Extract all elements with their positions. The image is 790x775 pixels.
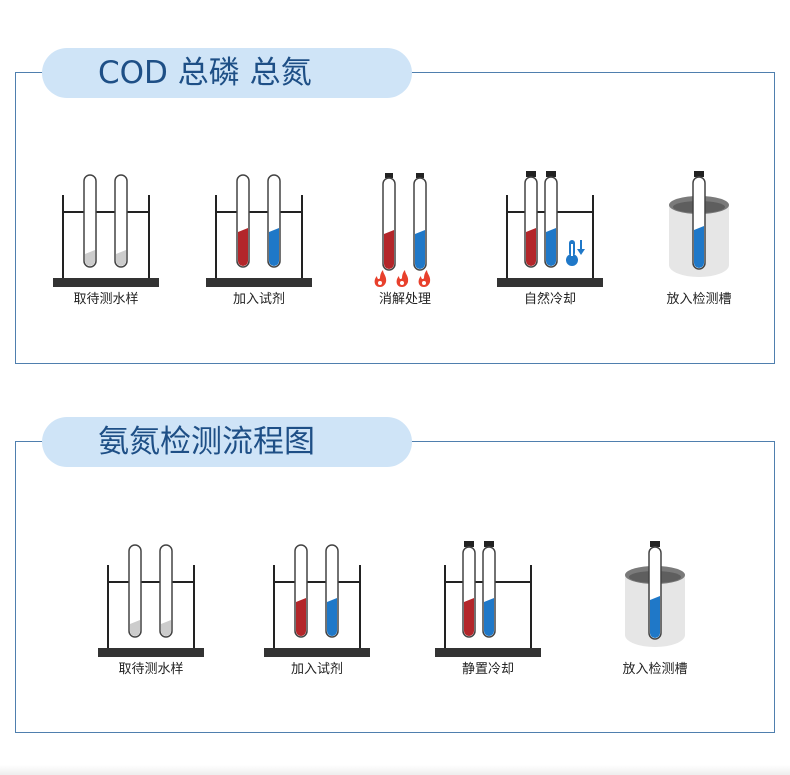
cod-step-cool: 自然冷却 <box>485 170 615 330</box>
ammonia-step-cool: 静置冷却 <box>423 540 553 700</box>
step-label: 自然冷却 <box>523 292 576 307</box>
ammonia-step-reagent: 加入试剂 <box>252 540 382 700</box>
step-label: 消解处理 <box>378 292 431 307</box>
footer-shadow <box>0 765 790 775</box>
cod-step-sample: 取待测水样 <box>41 170 171 330</box>
beaker-reagent-tubes-icon <box>194 170 324 290</box>
beaker-empty-tubes-icon <box>86 540 216 660</box>
step-label: 静置冷却 <box>461 662 514 677</box>
heating-tubes-icon <box>340 170 470 290</box>
cod-section-title: COD 总磷 总氮 <box>42 48 412 98</box>
ammonia-step-sample: 取待测水样 <box>86 540 216 700</box>
cod-step-detect: 放入检测槽 <box>634 170 764 330</box>
detection-slot-icon <box>634 170 764 290</box>
step-label: 加入试剂 <box>232 292 285 307</box>
ammonia-step-detect: 放入检测槽 <box>590 540 720 700</box>
cooling-beaker-icon <box>423 540 553 660</box>
cod-step-reagent: 加入试剂 <box>194 170 324 330</box>
step-label: 取待测水样 <box>118 662 184 677</box>
step-label: 放入检测槽 <box>666 292 732 307</box>
step-label: 放入检测槽 <box>622 662 688 677</box>
beaker-reagent-tubes-icon <box>252 540 382 660</box>
cod-step-digest: 消解处理 <box>340 170 470 330</box>
step-label: 加入试剂 <box>290 662 343 677</box>
beaker-empty-tubes-icon <box>41 170 171 290</box>
cooling-beaker-icon <box>485 170 615 290</box>
detection-slot-icon <box>590 540 720 660</box>
step-label: 取待测水样 <box>73 292 139 307</box>
ammonia-section-title: 氨氮检测流程图 <box>42 417 412 467</box>
